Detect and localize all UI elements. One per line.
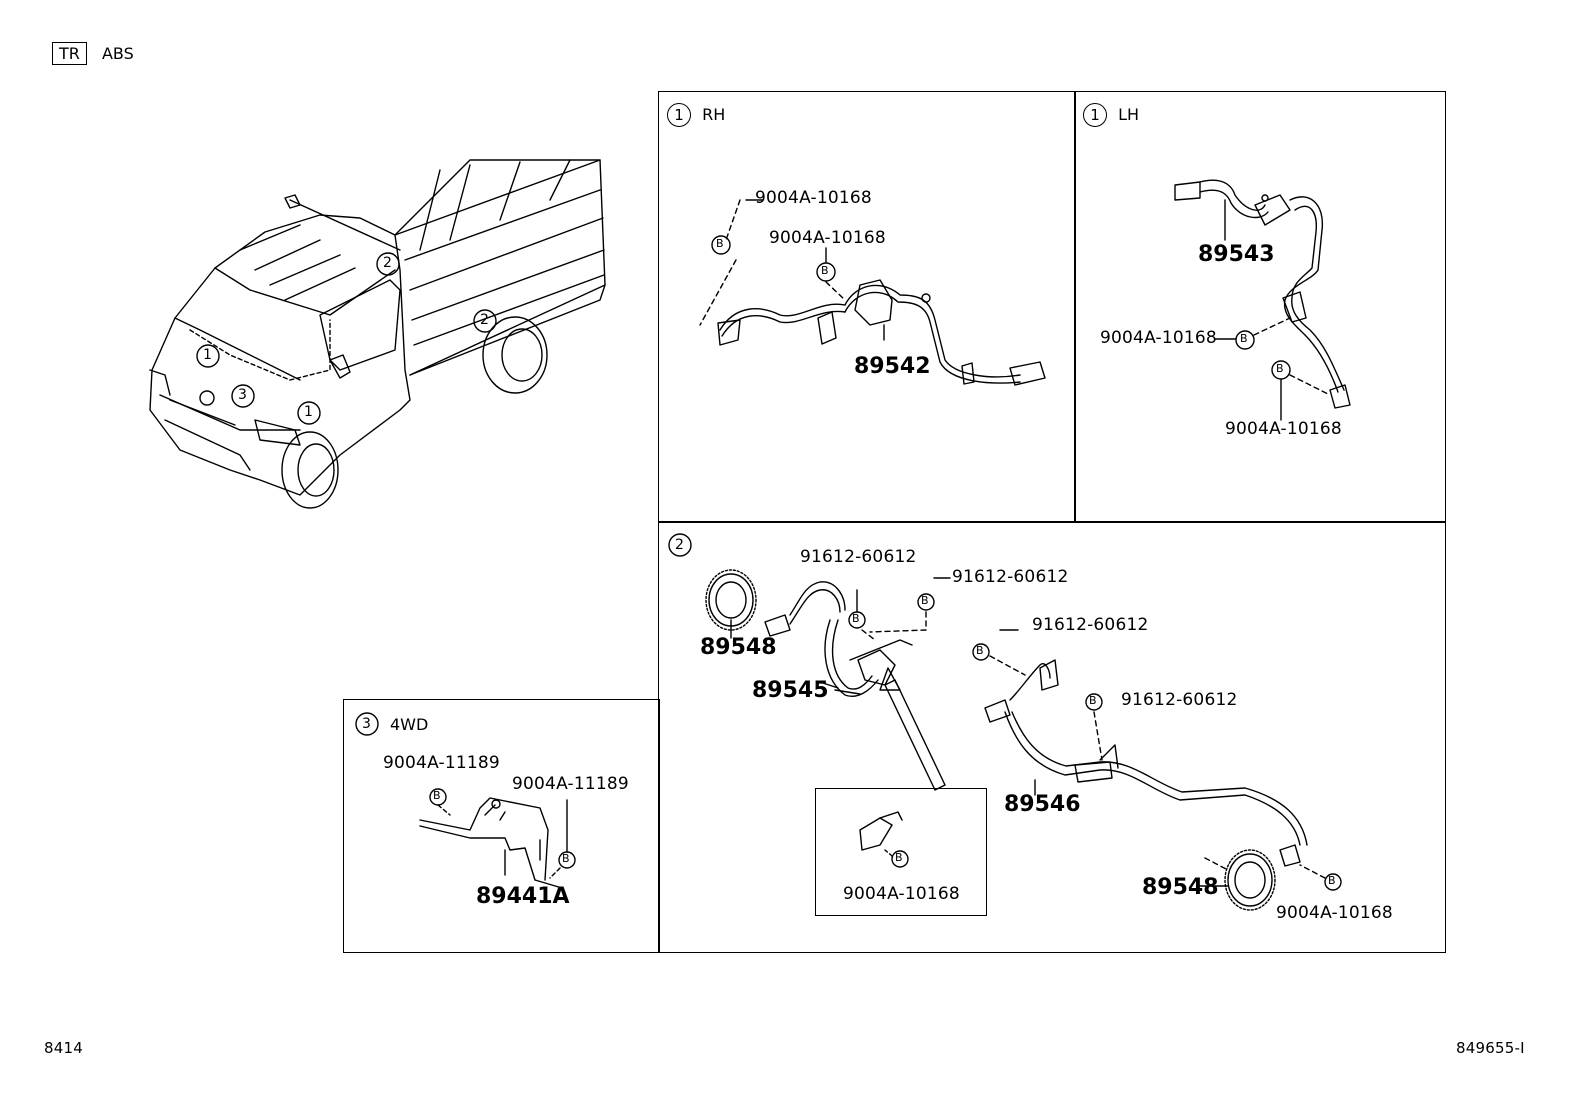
p2-sensor-front: 89545 (752, 678, 829, 703)
panel-rh (658, 91, 1076, 523)
lh-part-number: 89543 (1198, 242, 1275, 267)
truck-callout-3: 3 (238, 387, 248, 403)
p3-bolt-2: 9004A-11189 (512, 774, 629, 794)
panel-3-marker: 3 (362, 716, 372, 732)
truck-illustration (149, 159, 606, 509)
footer-left: 8414 (44, 1039, 83, 1057)
p2-bolt-b: 91612-60612 (952, 567, 1069, 587)
rh-bolt-1: 9004A-10168 (755, 188, 872, 208)
lh-sensor-drawing (1174, 179, 1351, 421)
p2-bolt-d: 91612-60612 (1121, 690, 1238, 710)
lh-b-mark-2: B (1276, 362, 1284, 375)
panel-3 (343, 699, 660, 953)
p2-b-mark-d: B (1089, 694, 1097, 707)
footer-right: 849655-I (1456, 1039, 1525, 1057)
panel3-drawing (355, 712, 576, 889)
rh-bolt-2: 9004A-10168 (769, 228, 886, 248)
panel-lh-header: 1 LH (1083, 103, 1139, 127)
p2-bolt-a: 91612-60612 (800, 547, 917, 567)
inset-bolt: 9004A-10168 (843, 884, 960, 904)
truck-callout-1: 1 (203, 347, 213, 363)
p3-b-mark-1: B (433, 789, 441, 802)
header: TR ABS (52, 42, 134, 65)
code-box: TR (52, 42, 87, 65)
p2-rotor-2: 89548 (1142, 875, 1219, 900)
rear-b-mark: B (1328, 874, 1336, 887)
panel-3-label: 4WD (390, 715, 429, 734)
panel2-drawing (668, 533, 1342, 911)
panel-rh-label: RH (702, 105, 726, 124)
rh-b-mark-2: B (821, 264, 829, 277)
p3-part-number: 89441A (476, 884, 570, 909)
panel-lh-label: LH (1118, 105, 1140, 124)
lh-bolt-2: 9004A-10168 (1225, 419, 1342, 439)
p2-sensor-rear: 89546 (1004, 792, 1081, 817)
p2-rotor-1: 89548 (700, 635, 777, 660)
p3-bolt-1: 9004A-11189 (383, 753, 500, 773)
panel-rh-marker: 1 (667, 103, 691, 127)
rear-bolt: 9004A-10168 (1276, 903, 1393, 923)
p2-b-mark-c: B (976, 644, 984, 657)
lh-b-mark-1: B (1240, 332, 1248, 345)
p2-b-mark-a: B (852, 612, 860, 625)
panel-rh-header: 1 RH (667, 103, 725, 127)
rh-part-number: 89542 (854, 354, 931, 379)
panel-lh-marker: 1 (1083, 103, 1107, 127)
truck-callout-2b: 2 (480, 312, 490, 328)
panel-2 (658, 521, 1446, 953)
p3-b-mark-2: B (562, 852, 570, 865)
panel-2-marker: 2 (675, 537, 685, 553)
page-title: ABS (101, 44, 134, 63)
p2-bolt-c: 91612-60612 (1032, 615, 1149, 635)
lh-bolt-1: 9004A-10168 (1100, 328, 1217, 348)
truck-callout-2: 2 (383, 255, 393, 271)
rh-sensor-drawing (699, 199, 1046, 386)
inset-b-mark: B (895, 851, 903, 864)
inset-box (815, 788, 987, 916)
p2-b-mark-b: B (921, 594, 929, 607)
rh-b-mark-1: B (716, 237, 724, 250)
truck-callout-1b: 1 (304, 404, 314, 420)
panel-lh (1074, 91, 1446, 523)
